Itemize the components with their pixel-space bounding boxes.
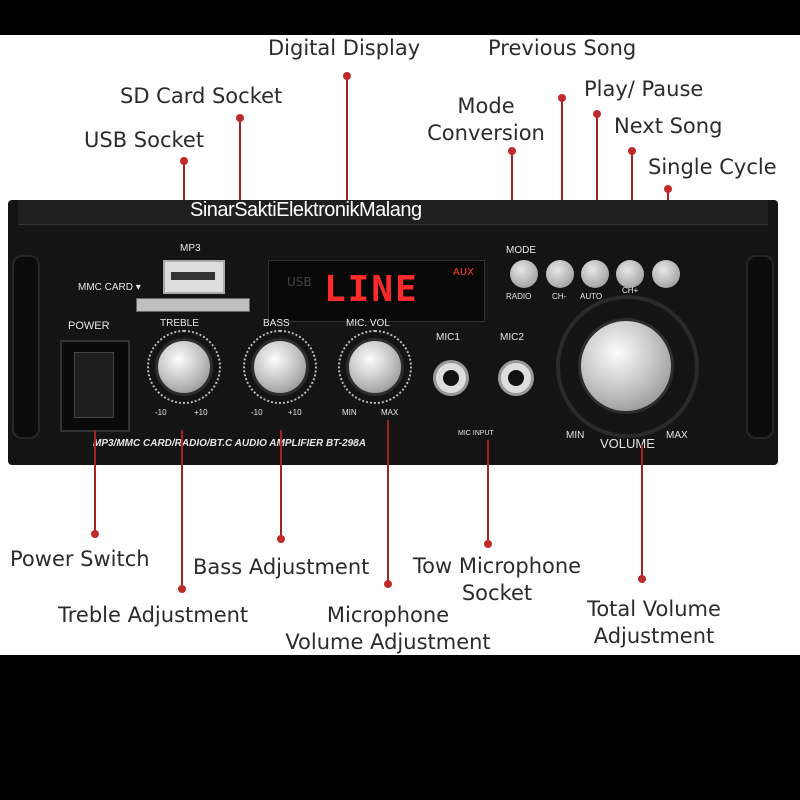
volume-max-label: MAX xyxy=(666,430,688,441)
leader-dot xyxy=(638,575,646,583)
label-total-volume-line2: Adjustment xyxy=(593,624,715,649)
label-microphone-volume-line1: Microphone xyxy=(326,603,450,627)
bass-min-label: -10 xyxy=(251,408,263,417)
bass-knob[interactable] xyxy=(251,338,309,396)
watermark: SinarSaktiElektronikMalang xyxy=(190,199,422,221)
leader-dot xyxy=(593,110,601,118)
label-bass-adjustment: Bass Adjustment xyxy=(193,555,370,579)
label-play-pause: Play/ Pause xyxy=(584,77,704,101)
bass-label: BASS xyxy=(263,318,290,329)
label-usb-socket: USB Socket xyxy=(84,128,205,152)
leader-dot xyxy=(484,540,492,548)
sd-card-slot[interactable] xyxy=(136,298,250,312)
label-microphone-volume: Microphone Volume Adjustment xyxy=(278,602,498,655)
label-previous-song: Previous Song xyxy=(488,36,637,60)
leader-dot xyxy=(91,530,99,538)
leader-tow-microphone xyxy=(484,440,492,548)
leader-dot xyxy=(178,585,186,593)
label-total-volume: Total Volume Adjustment xyxy=(576,596,732,651)
next-song-button[interactable] xyxy=(616,260,644,288)
leader-power-switch xyxy=(91,430,99,538)
mic-vol-max-label: MAX xyxy=(381,408,399,417)
leader-dot xyxy=(664,185,672,193)
leader-bass xyxy=(277,430,285,543)
label-mode-conversion-line1: Mode xyxy=(457,94,515,118)
mic1-jack[interactable] xyxy=(433,360,469,396)
label-next-song: Next Song xyxy=(614,114,723,138)
display-aux-indicator: AUX xyxy=(452,267,474,278)
mode-label: MODE xyxy=(506,245,536,256)
treble-label: TREBLE xyxy=(160,318,199,329)
treble-max-label: +10 xyxy=(194,408,208,417)
auto-label: AUTO xyxy=(580,292,603,301)
power-rocker[interactable] xyxy=(74,352,114,418)
label-mode-conversion: Mode Conversion xyxy=(422,93,550,148)
leader-dot xyxy=(236,114,244,122)
volume-knob-ring xyxy=(556,295,699,438)
leader-mic-volume xyxy=(384,420,392,588)
volume-min-label: MIN xyxy=(566,430,585,441)
power-label: POWER xyxy=(68,320,110,332)
mmc-card-label: MMC CARD ▾ xyxy=(78,282,141,293)
left-handle xyxy=(12,255,40,439)
label-tow-microphone-line2: Socket xyxy=(461,581,533,606)
mp3-label: MP3 xyxy=(180,243,201,254)
digital-display: USB LINE AUX xyxy=(268,260,485,322)
mic1-label: MIC1 xyxy=(436,332,460,343)
power-switch[interactable] xyxy=(60,340,130,432)
leader-dot xyxy=(508,147,516,155)
label-tow-microphone-line1: Tow Microphone xyxy=(412,554,582,578)
leader-dot xyxy=(384,580,392,588)
previous-song-button[interactable] xyxy=(546,260,574,288)
model-line: MP3/MMC CARD/RADIO/BT.C AUDIO AMPLIFIER … xyxy=(93,438,366,449)
leader-total-volume xyxy=(638,445,646,583)
treble-min-label: -10 xyxy=(155,408,167,417)
bass-knob-scale xyxy=(243,330,317,404)
mic-vol-min-label: MIN xyxy=(342,408,357,417)
single-cycle-button[interactable] xyxy=(652,260,680,288)
label-sd-card-socket: SD Card Socket xyxy=(120,84,283,108)
volume-knob[interactable] xyxy=(578,318,674,414)
leader-dot xyxy=(558,94,566,102)
bass-max-label: +10 xyxy=(288,408,302,417)
diagram-stage: Digital Display Previous Song SD Card So… xyxy=(0,35,800,655)
amplifier-top-plate xyxy=(18,200,768,225)
leader-dot xyxy=(343,72,351,80)
leader-treble xyxy=(178,430,186,593)
mic2-label: MIC2 xyxy=(500,332,524,343)
mode-button[interactable] xyxy=(510,260,538,288)
leader-dot xyxy=(628,147,636,155)
radio-label: RADIO xyxy=(506,292,532,301)
play-pause-button[interactable] xyxy=(581,260,609,288)
display-usb-indicator: USB xyxy=(287,275,312,289)
leader-dot xyxy=(180,157,188,165)
leader-digital-display xyxy=(343,72,351,235)
label-tow-microphone-socket: Tow Microphone Socket xyxy=(402,553,592,608)
treble-knob-scale xyxy=(147,330,221,404)
volume-label: VOLUME xyxy=(600,436,655,451)
label-microphone-volume-line2: Volume Adjustment xyxy=(285,630,491,655)
mic2-jack[interactable] xyxy=(498,360,534,396)
leader-previous-song xyxy=(558,94,566,257)
label-total-volume-line1: Total Volume xyxy=(587,597,721,621)
amplifier-chassis: MP3 MMC CARD ▾ USB LINE AUX MODE RADIO C… xyxy=(8,200,778,465)
leader-dot xyxy=(277,535,285,543)
right-handle xyxy=(746,255,774,439)
leader-play-pause xyxy=(593,110,601,258)
mic-vol-knob-scale xyxy=(338,330,412,404)
ch-minus-label: CH- xyxy=(552,292,567,301)
mic-input-label: MIC INPUT xyxy=(458,430,494,437)
display-text: LINE xyxy=(324,269,419,310)
label-treble-adjustment: Treble Adjustment xyxy=(58,603,249,627)
usb-port[interactable] xyxy=(163,260,225,294)
label-power-switch: Power Switch xyxy=(10,547,150,571)
mic-volume-knob[interactable] xyxy=(346,338,404,396)
mic-vol-label: MIC. VOL xyxy=(346,318,390,329)
treble-knob[interactable] xyxy=(155,338,213,396)
label-mode-conversion-line2: Conversion xyxy=(427,121,545,146)
label-digital-display: Digital Display xyxy=(268,36,421,60)
ch-plus-label: CH+ xyxy=(622,286,639,295)
label-single-cycle: Single Cycle xyxy=(648,155,777,179)
